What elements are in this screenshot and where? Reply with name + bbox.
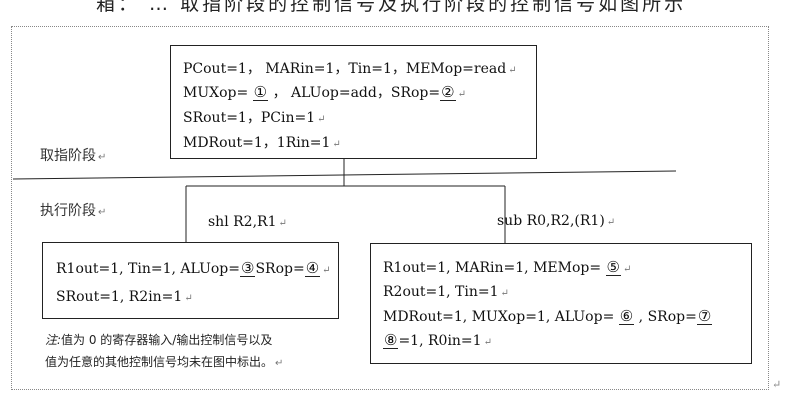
instr-shl-label: shl R2,R1↵	[208, 214, 287, 230]
fetch-line-4: MDRout=1，1Rin=1↵	[183, 135, 341, 151]
blank-5: ⑤	[605, 258, 621, 276]
diagram-frame	[11, 26, 769, 390]
shl-line-2: SRout=1, R2in=1↵	[56, 289, 193, 305]
fetch-line-3: SRout=1，PCin=1↵	[183, 110, 326, 126]
end-para-mark: ↵	[772, 378, 782, 391]
sub-signals-box: R1out=1, MARin=1, MEMop= ⑤↵ R2out=1, Tin…	[370, 243, 752, 364]
blank-1: ①	[252, 83, 269, 101]
fetch-line-1: PCout=1， MARin=1，Tin=1，MEMop=read↵	[183, 61, 517, 77]
fetch-signals-box: PCout=1， MARin=1，Tin=1，MEMop=read↵ MUXop…	[170, 45, 537, 159]
shl-line-1: R1out=1, Tin=1, ALUop=③SRop=④↵	[56, 259, 331, 277]
blank-2: ②	[440, 83, 456, 101]
sub-line-1: R1out=1, MARin=1, MEMop= ⑤↵	[383, 258, 632, 276]
sub-line-2: R2out=1, Tin=1↵	[383, 284, 509, 300]
fetch-phase-label: 取指阶段↵	[40, 148, 107, 164]
instr-sub-label: sub R0,R2,(R1)↵	[497, 213, 616, 229]
blank-6: ⑥	[618, 307, 635, 325]
footnote: 注:值为 0 的寄存器输入/输出控制信号以及 值为任意的其他控制信号均未在图中标…	[45, 329, 283, 375]
blank-7: ⑦	[696, 307, 713, 325]
footnote-line-2: 值为任意的其他控制信号均未在图中标出。↵	[45, 355, 284, 369]
blank-8: ⑧	[383, 331, 399, 349]
sub-line-3: MDRout=1, MUXop=1, ALUop= ⑥ , SRop=⑦	[383, 307, 713, 325]
top-text-strip: 箱： … 取指阶段的控制信号及执行阶段的控制信号如图所示	[96, 0, 687, 15]
fetch-line-2: MUXop= ① ， ALUop=add，SRop=②↵	[183, 83, 466, 101]
shl-signals-box: R1out=1, Tin=1, ALUop=③SRop=④↵ SRout=1, …	[42, 242, 339, 319]
footnote-line-1: 注:值为 0 的寄存器输入/输出控制信号以及	[45, 333, 273, 347]
sub-line-4: ⑧=1, R0in=1↵	[383, 331, 492, 349]
blank-3: ③	[240, 259, 256, 277]
execute-phase-label: 执行阶段↵	[40, 203, 107, 219]
blank-4: ④	[304, 259, 321, 277]
